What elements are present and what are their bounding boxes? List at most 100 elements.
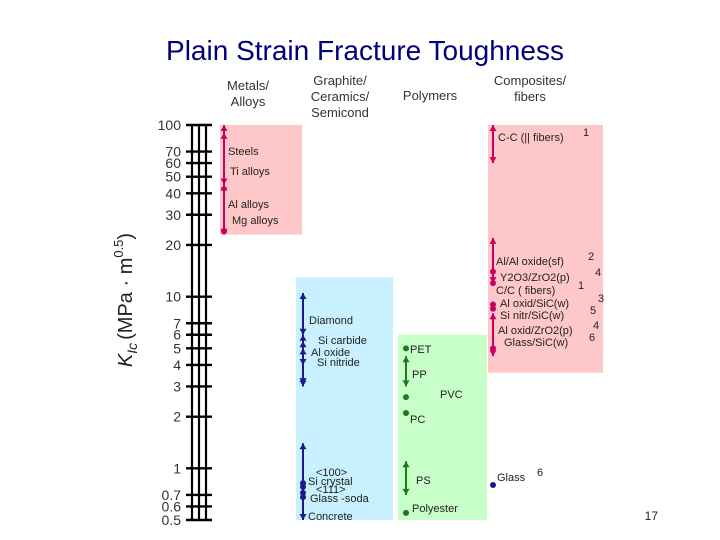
y-tick-label: 100 [158,117,182,133]
category-header-0: Metals/Alloys [227,78,269,109]
y-tick-label: 7 [173,315,181,331]
y-tick-label: 1 [173,460,181,476]
category-headers: Metals/Alloys Graphite/Ceramics/Semicond P… [227,73,566,120]
data-label-note: 1 [578,280,584,292]
chart-title: Plain Strain Fracture Toughness [166,35,564,66]
data-label: Glass/SiC(w) [504,337,568,349]
data-label: PP [412,369,427,381]
data-label: Mg alloys [232,215,279,227]
data-range-arrow-top [220,125,228,131]
y-tick-label: 6 [173,327,181,343]
data-label: Al/Al oxide(sf) [496,256,564,268]
data-range-arrow-top [220,184,228,191]
data-range-arrow-bottom [299,377,307,384]
data-range-arrow-top [402,356,410,363]
y-tick-label: 2 [173,409,181,425]
data-range-arrow-top [220,132,228,139]
y-tick-label: 4 [173,357,181,373]
data-range-arrow-bottom [489,157,497,164]
data-label-note: 1 [583,127,589,139]
data-point [490,301,496,308]
data-range-arrow-bottom [299,514,307,520]
data-label: Al alloys [228,199,269,211]
category-boxes [220,125,603,520]
data-range-arrow-top [489,125,497,131]
data-label: Si nitr/SiC(w) [500,310,564,322]
data-label-note: 6 [589,332,595,344]
data-point [403,394,409,401]
data-label: <100> [316,467,347,479]
data-range-arrow-top [299,443,307,450]
data-label: Si crystal [308,476,353,488]
data-range-arrow-bottom [402,488,410,495]
data-label: PS [416,475,431,487]
y-tick-label: 0.5 [162,512,182,528]
data-label: Si carbide [318,335,367,347]
data-point [403,509,409,516]
y-axis-label-close: ) [115,233,137,240]
data-range-arrow-bottom [402,380,410,387]
data-label: PVC [440,389,463,401]
y-axis-label-main: K [115,352,137,367]
data-point [490,345,496,352]
data-label: Ti alloys [230,166,270,178]
data-label: Diamond [309,315,353,327]
category-box-0 [220,125,302,235]
category-header-line: Ceramics/ [311,89,370,104]
data-label-note: 3 [598,293,604,305]
y-tick-label: 3 [173,378,181,394]
category-header-line: Metals/ [227,78,269,93]
data-range-arrow-bottom [299,358,307,365]
data-label: Al oxide [311,347,350,359]
category-header-1: Graphite/Ceramics/Semicond [311,73,370,120]
data-label: Al oxid/SiC(w) [500,298,569,310]
data-label: <111> [316,484,346,496]
data-label: C/C ( fibers) [496,285,555,297]
y-axis-label-units: (MPa · m [115,258,137,340]
data-point [490,268,496,275]
data-label: PET [410,344,432,356]
data-label: Concrete [308,511,353,523]
category-header-line: Semicond [311,105,369,120]
data-range-arrow-top [489,237,497,244]
category-header-line: fibers [514,89,546,104]
data-range-arrow-top [299,334,307,341]
y-tick-label: 0.6 [162,498,182,514]
data-label: Al oxid/ZrO2(p) [498,325,573,337]
y-tick-label: 30 [165,207,181,223]
data-marks [220,125,497,520]
category-box-2 [398,334,487,520]
category-header-line: Alloys [231,94,266,109]
data-label-note: 5 [590,305,596,317]
data-point [490,280,496,287]
y-tick-label: 0.7 [162,487,182,503]
data-label: Glass -soda [310,493,370,505]
data-label: Steels [228,146,259,158]
y-tick-label: 70 [165,144,181,160]
data-label: C-C (|| fibers) [498,132,564,144]
y-tick-label: 60 [165,155,181,171]
data-label-note: 4 [593,320,599,332]
data-label: Si nitride [317,357,360,369]
category-box-3 [488,125,603,373]
data-range-arrow-bottom [299,328,307,335]
y-tick-label: 5 [173,340,181,356]
data-point [490,481,496,488]
y-tick-label: 20 [165,237,181,253]
y-tick-label: 40 [165,185,181,201]
data-label-note: 4 [595,267,601,279]
data-label: Polyester [412,503,458,515]
data-point [403,410,409,417]
category-header-2: Polymers [403,88,458,103]
data-label: PC [410,414,425,426]
data-labels: Steels Ti alloys Al alloys Mg alloysDiamond… [228,127,604,523]
data-range-arrow-bottom [489,350,497,357]
data-label: Y2O3/ZrO2(p) [500,272,570,284]
category-header-line: Polymers [403,88,458,103]
data-label-note: 2 [588,251,594,263]
y-axis-label-sub: Ic [124,343,140,354]
data-label-note: 6 [537,467,543,479]
data-point [221,228,227,235]
y-tick-label: 50 [165,169,181,185]
